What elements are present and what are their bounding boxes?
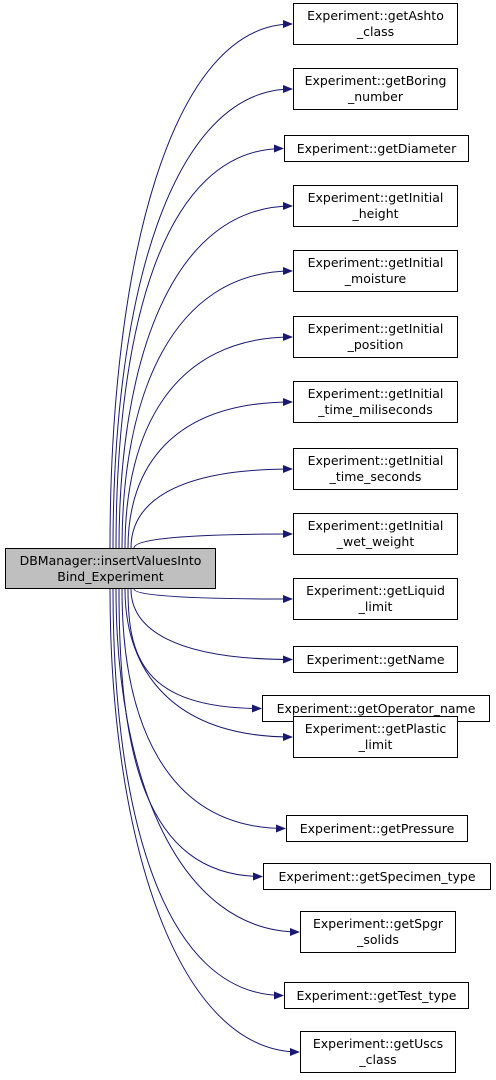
callee-node[interactable]: Experiment::getLiquid_limit	[293, 578, 458, 620]
callee-node[interactable]: Experiment::getName	[293, 646, 458, 673]
callee-label-line-1: Experiment::getSpgr	[312, 916, 444, 931]
call-edge	[121, 267, 293, 549]
callee-node[interactable]: Experiment::getInitial_moisture	[293, 250, 458, 292]
call-edge	[127, 398, 293, 549]
callee-label-line-2: _solids	[357, 932, 399, 947]
callee-label-line-1: Experiment::getPressure	[299, 820, 455, 836]
root-function-node[interactable]: DBManager::insertValuesInto Bind_Experim…	[5, 548, 216, 589]
call-edge	[121, 588, 286, 833]
callee-label-line-1: Experiment::getInitial	[307, 453, 444, 468]
callee-label-line-1: Experiment::getPlastic	[304, 721, 447, 736]
call-edge	[109, 588, 300, 1056]
root-function-label-line-2: Bind_Experiment	[57, 568, 164, 584]
callee-label-line-1: Experiment::getInitial	[307, 386, 444, 401]
callee-label-line-2: _wet_weight	[336, 534, 415, 549]
callee-node[interactable]: Experiment::getUscs_class	[300, 1031, 456, 1073]
callee-label-line-2: _time_miliseconds	[318, 402, 433, 417]
call-edge	[115, 144, 284, 549]
callee-label-line-2: _limit	[358, 737, 393, 752]
callee-label-line-1: Experiment::getInitial	[307, 518, 444, 533]
callee-label-line-1: Experiment::getDiameter	[296, 140, 457, 156]
callee-label-line-1: Experiment::getInitial	[307, 190, 444, 205]
callee-label-line-1: Experiment::getBoring	[304, 73, 447, 88]
callee-label-line-2: _moisture	[344, 271, 407, 286]
callee-label-line-2: _position	[347, 337, 404, 352]
callee-label-line-2: _limit	[358, 599, 393, 614]
callee-node[interactable]: Experiment::getSpgr_solids	[300, 911, 456, 953]
callee-node[interactable]: Experiment::getAshto_class	[293, 3, 458, 45]
callee-node[interactable]: Experiment::getInitial_time_miliseconds	[293, 381, 458, 423]
call-edge	[109, 20, 293, 549]
callee-label-line-1: Experiment::getLiquid	[306, 583, 445, 598]
call-edge	[112, 588, 284, 1000]
callee-label-line-2: _class	[356, 24, 395, 39]
callee-label-line-1: Experiment::getSpecimen_type	[278, 868, 476, 884]
callee-node[interactable]: Experiment::getBoring_number	[293, 68, 458, 110]
callee-label-line-1: Experiment::getAshto	[307, 8, 444, 23]
callee-node[interactable]: Experiment::getPressure	[286, 815, 468, 842]
callee-node[interactable]: Experiment::getInitial_time_seconds	[293, 448, 458, 490]
call-edge	[133, 530, 293, 549]
callee-node[interactable]: Experiment::getPlastic_limit	[293, 716, 458, 758]
callee-node[interactable]: Experiment::getTest_type	[284, 982, 469, 1009]
callee-label-line-1: Experiment::getInitial	[307, 321, 444, 336]
call-edge	[124, 588, 293, 741]
call-edge	[124, 333, 293, 549]
call-edge	[127, 588, 262, 713]
callee-label-line-2: _height	[352, 206, 399, 221]
call-edge	[133, 588, 293, 603]
callee-label-line-1: Experiment::getUscs	[312, 1036, 444, 1051]
callee-label-line-2: _time_seconds	[329, 469, 422, 484]
root-function-label-line-1: DBManager::insertValuesInto	[19, 552, 202, 568]
callee-node[interactable]: Experiment::getInitial_wet_weight	[293, 513, 458, 555]
call-edge	[130, 588, 293, 664]
callee-label-line-1: Experiment::getTest_type	[296, 987, 457, 1003]
callee-label-line-1: Experiment::getInitial	[307, 255, 444, 270]
callee-label-line-2: _class	[359, 1052, 397, 1067]
call-edge	[115, 588, 300, 936]
call-edge	[112, 85, 293, 549]
callee-label-line-1: Experiment::getName	[306, 651, 445, 667]
callee-node[interactable]: Experiment::getSpecimen_type	[263, 863, 491, 890]
callee-node[interactable]: Experiment::getInitial_height	[293, 185, 458, 227]
call-edge	[130, 465, 293, 549]
call-edge	[118, 202, 293, 549]
callee-label-line-2: _number	[347, 89, 404, 104]
callee-label-line-1: Experiment::getOperator_name	[276, 700, 476, 716]
callee-node[interactable]: Experiment::getInitial_position	[293, 316, 458, 358]
callee-node[interactable]: Experiment::getDiameter	[284, 135, 469, 162]
